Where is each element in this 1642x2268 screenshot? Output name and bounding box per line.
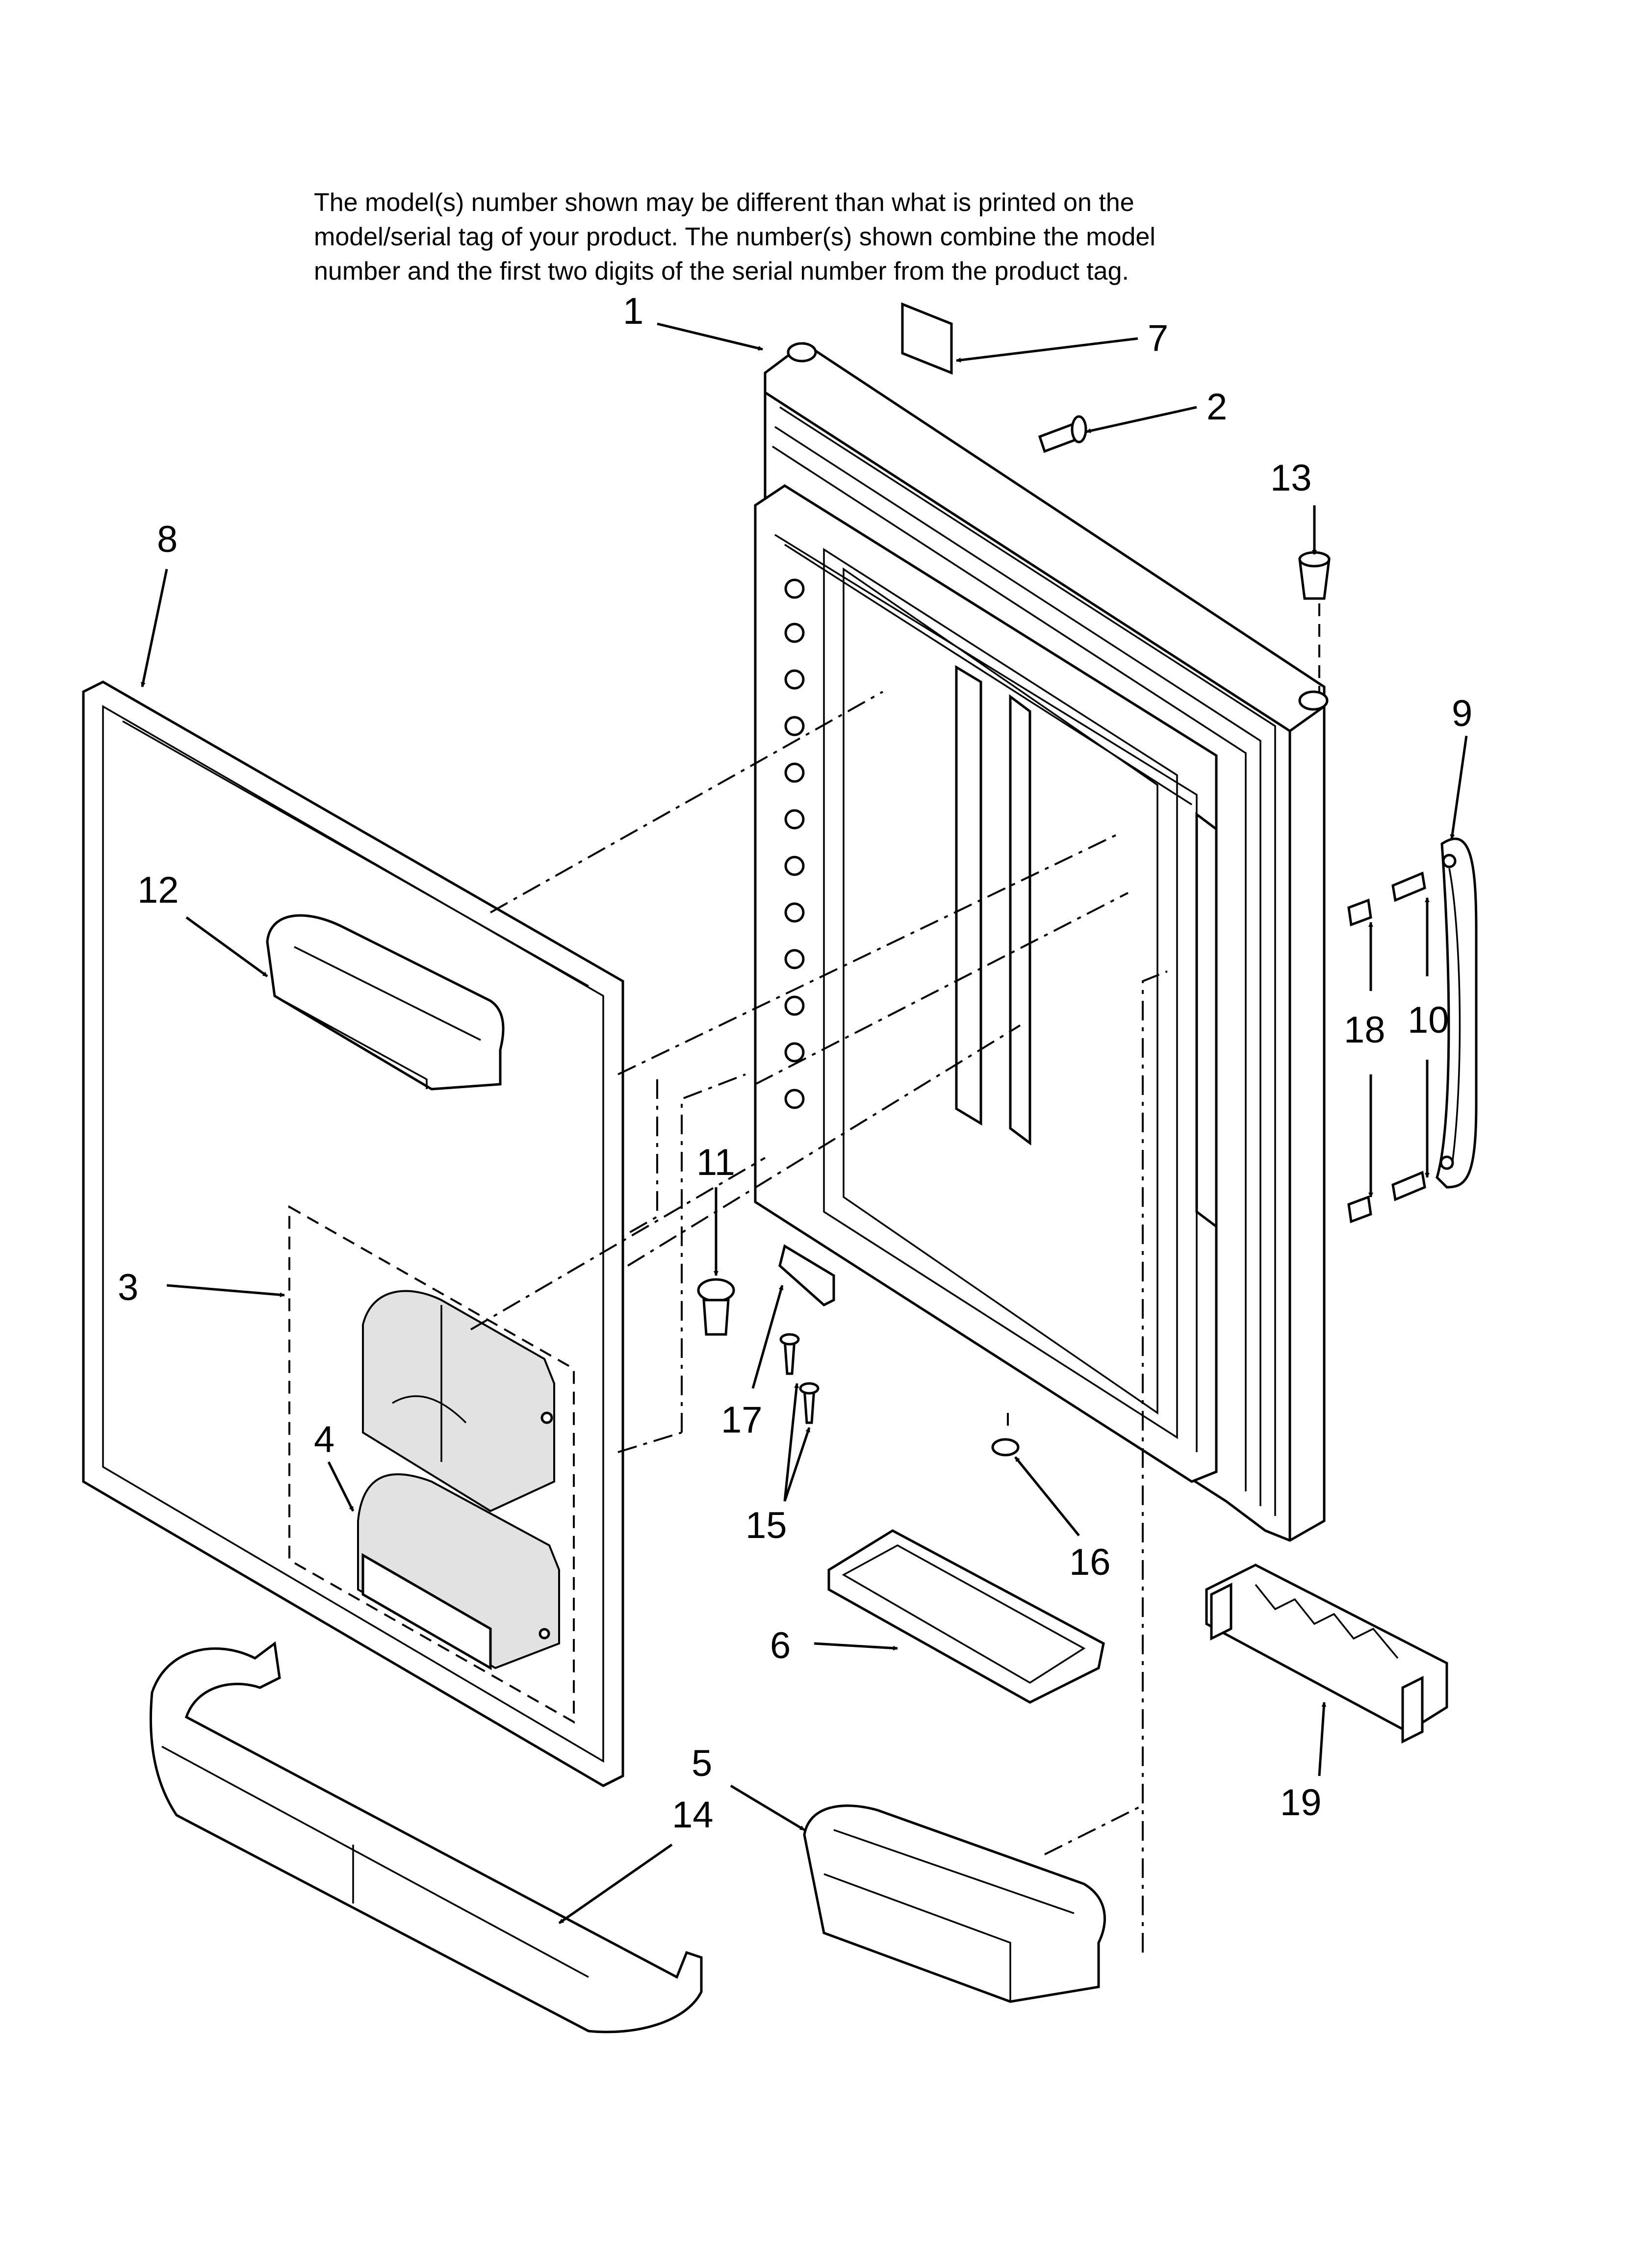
callout-18: 18 [1344,1009,1385,1051]
leader-lines [140,322,1468,1925]
callout-4: 4 [314,1419,334,1460]
callout-3: 3 [118,1267,138,1308]
callout-11: 11 [696,1142,735,1183]
note-line-2: model/serial tag of your product. The nu… [314,223,1155,251]
callout-15: 15 [745,1505,787,1546]
callout-labels: 1 2 3 4 5 6 7 8 9 10 11 12 13 14 15 16 1… [118,290,1472,1836]
part-15-screws [779,1333,820,1424]
callout-19: 19 [1280,1782,1322,1824]
part-11-cam [697,1278,735,1336]
callout-17: 17 [721,1399,763,1441]
part-16-grommet [991,1413,1020,1457]
callout-16: 16 [1069,1541,1111,1583]
callout-1: 1 [623,290,643,332]
part-5-bin [803,1804,1106,2003]
part-17-bracket [778,1244,835,1306]
callout-14: 14 [672,1794,714,1836]
part-13-bushing [1298,551,1331,692]
part-3-dairy-group-outline [288,1205,575,1724]
callout-9: 9 [1452,693,1472,734]
part-7-label [901,302,953,375]
note-line-1: The model(s) number shown may be differe… [314,188,1134,217]
callout-13: 13 [1270,457,1312,499]
part-2-screw [1038,415,1087,453]
callout-2: 2 [1206,386,1227,428]
callout-6: 6 [770,1625,791,1667]
part-19-egg-tray [1205,1564,1448,1744]
callout-12: 12 [137,869,179,911]
part-4-dairy-bin [357,1473,560,1670]
door-frame [754,341,1329,1542]
part-6-tray [827,1529,1105,1704]
shelf-knobs [784,578,805,1109]
dairy-compartment [362,1290,555,1512]
callout-8: 8 [157,519,178,560]
part-18-10-screws [1347,871,1426,1224]
part-14-long-bin [149,1641,703,2033]
part-12-small-bin [266,914,505,1091]
note-line-3: number and the first two digits of the s… [314,257,1129,286]
part-9-handle [1436,837,1478,1189]
callout-10: 10 [1408,999,1449,1041]
callout-5: 5 [692,1743,712,1784]
model-number-note: The model(s) number shown may be differe… [314,185,1393,288]
assembly-lines [470,691,1168,1953]
callout-7: 7 [1148,317,1168,359]
